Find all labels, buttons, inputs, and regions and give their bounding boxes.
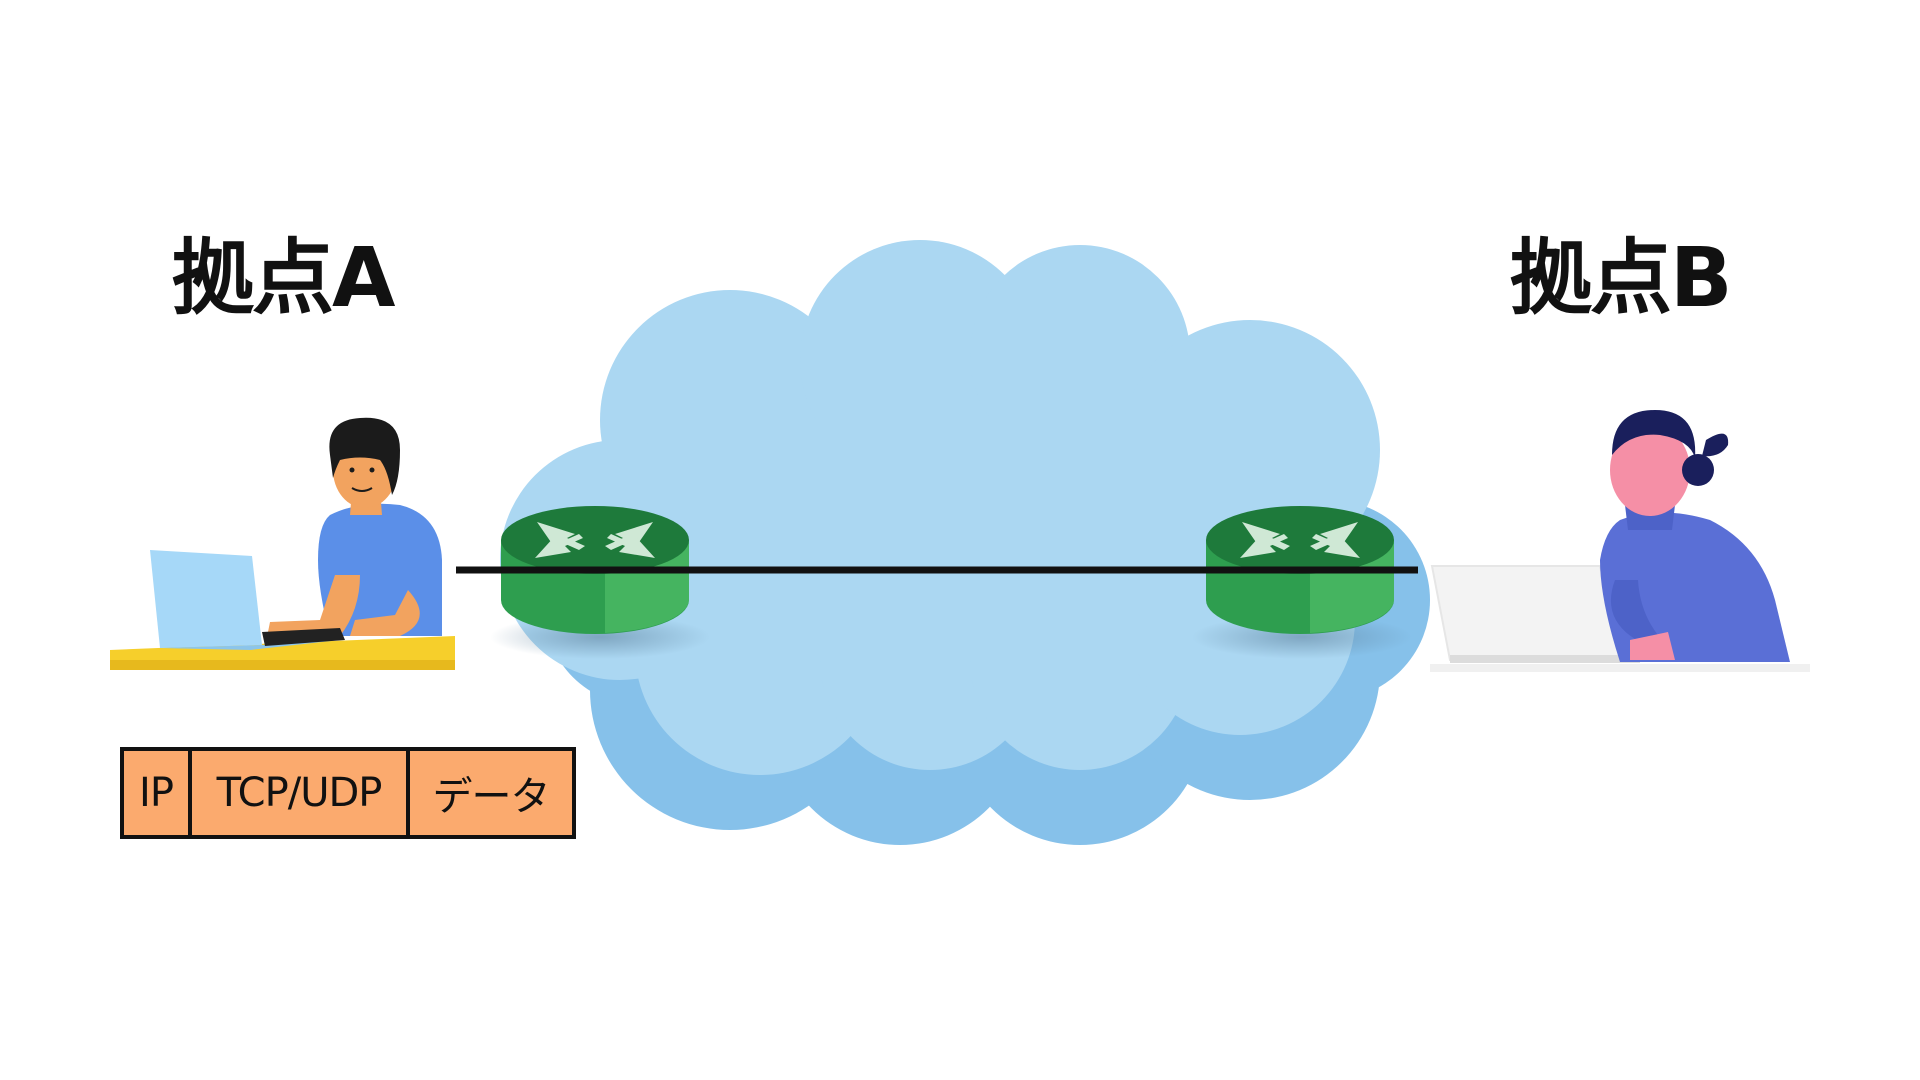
site-b-label: 拠点B <box>1510 231 1733 326</box>
packet-header-diagram: IP TCP/UDP データ <box>120 747 576 839</box>
packet-ip-cell: IP <box>124 751 192 835</box>
packet-data-cell: データ <box>432 774 551 820</box>
router-icon <box>1206 506 1394 634</box>
packet-transport-cell: TCP/UDP <box>192 751 410 835</box>
cloud-icon <box>500 240 1430 845</box>
site-a-label: 拠点A <box>172 231 395 326</box>
person-at-laptop-icon <box>110 417 455 670</box>
person-at-laptop-icon <box>1430 410 1810 672</box>
router-icon <box>501 506 689 634</box>
